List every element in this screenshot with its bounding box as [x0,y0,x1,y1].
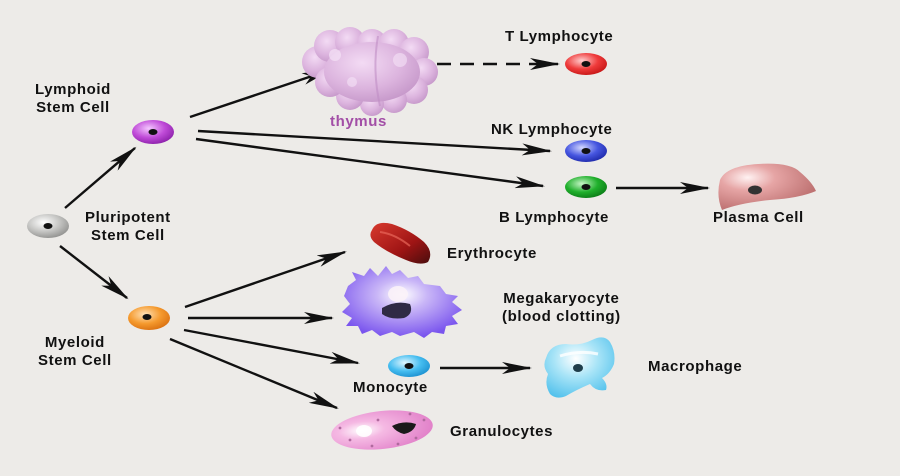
thymus-label: thymus [330,113,387,130]
megakaryocyte-label: Megakaryocyte (blood clotting) [502,290,621,326]
lymphoid-label-line2: Stem Cell [36,99,110,116]
pluripotent-label-line1: Pluripotent [85,209,171,226]
erythrocyte-label: Erythrocyte [447,245,537,262]
pluripotent-stem-cell-label: Pluripotent Stem Cell [85,209,171,245]
b-lymphocyte-label: B Lymphocyte [499,209,609,226]
megakaryocyte-label-line2: (blood clotting) [502,308,621,325]
megakaryocyte-node [342,266,462,338]
edge-myeloid-granulocytes [169,337,339,410]
edge-pluripotent-lymphoid [64,146,137,209]
edge-myeloid-monocyte [183,328,360,365]
edge-pluripotent-myeloid [59,245,129,300]
edges [59,58,710,410]
edge-myeloid-erythrocyte [184,250,347,309]
myeloid-label-line1: Myeloid [44,334,105,351]
plasma-cell-label: Plasma Cell [713,209,804,226]
edge-lymphoid-b-lymphocyte [195,137,545,189]
t-lymphocyte-node [565,53,607,75]
pluripotent-stem-cell-node [27,214,69,238]
thymus-organ [302,27,438,116]
monocyte-node [388,355,430,377]
nk-lymphocyte-label: NK Lymphocyte [491,121,613,138]
myeloid-stem-cell-label: Myeloid Stem Cell [38,334,112,370]
monocyte-label: Monocyte [353,379,428,396]
lymphoid-stem-cell-label: Lymphoid Stem Cell [35,81,111,117]
pluripotent-label-line2: Stem Cell [91,227,165,244]
macrophage-node [544,337,615,398]
megakaryocyte-label-line1: Megakaryocyte [503,290,620,307]
edge-lymphoid-nk-lymphocyte [197,129,552,156]
myeloid-stem-cell-node [128,306,170,330]
granulocytes-label: Granulocytes [450,423,554,440]
erythrocyte-node [370,222,431,264]
macrophage-label: Macrophage [648,358,743,375]
plasma-cell-node [718,163,816,210]
lymphoid-stem-cell-node [132,120,174,144]
t-lymphocyte-label: T Lymphocyte [505,28,614,45]
granulocyte-node [331,410,433,450]
lymphoid-label-line1: Lymphoid [35,81,111,98]
edge-lymphoid-thymus [189,68,332,119]
b-lymphocyte-node [565,176,607,198]
myeloid-label-line2: Stem Cell [38,352,112,369]
nk-lymphocyte-node [565,140,607,162]
